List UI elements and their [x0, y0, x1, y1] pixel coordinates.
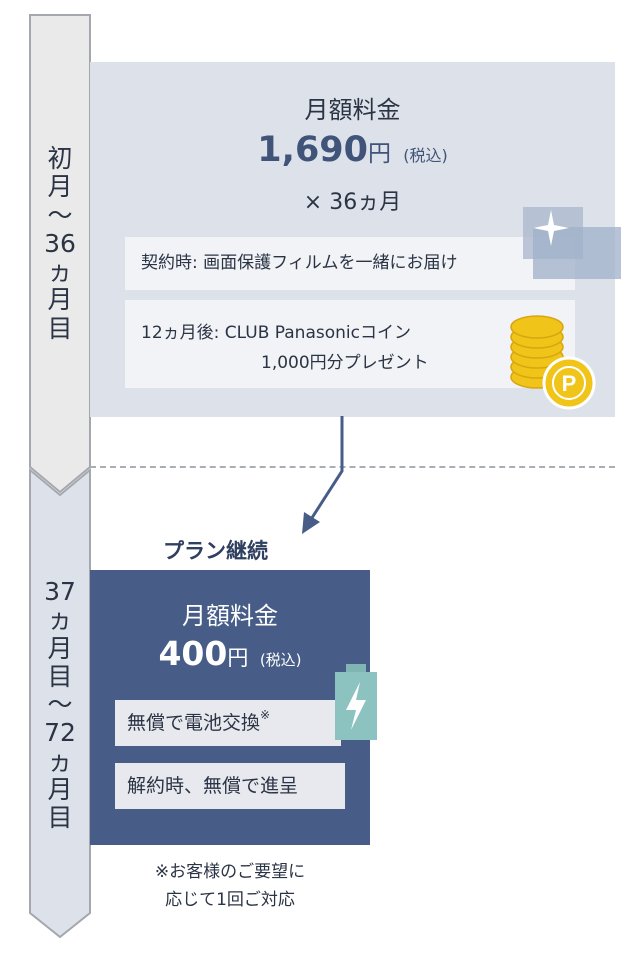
initial-plan-panel: 月額料金 1,690円 (税込) × 36ヵ月 契約時: 画面保護フィルムを一緒… — [90, 62, 621, 417]
continued-fee-label: 月額料金 — [182, 602, 278, 630]
period-arrow-second — [29, 467, 91, 939]
footnote-line1: ※お客様のご要望に — [154, 862, 306, 882]
period-label-char: 月 — [47, 285, 73, 315]
feature-cancel-box: 解約時、無償で進呈 — [115, 763, 345, 809]
initial-fee-duration: × 36ヵ月 — [303, 190, 402, 215]
period-label-char: 月 — [47, 172, 73, 202]
period-label-char: 37 — [44, 577, 76, 606]
period-label-char: ヵ — [47, 746, 73, 776]
period-label-char: 目 — [47, 313, 73, 343]
feature-cancel-text: 解約時、無償で進呈 — [127, 775, 299, 797]
screen-film-icon — [523, 207, 621, 279]
period-label-char: 初 — [47, 144, 73, 173]
initial-fee-label: 月額料金 — [304, 96, 401, 124]
period-label-char: 月 — [47, 633, 73, 663]
lightning-bolt-icon — [346, 682, 366, 730]
period-arrows — [29, 14, 91, 939]
period-label-char: 36 — [44, 228, 76, 258]
initial-fee-number: 1,690 — [257, 130, 369, 170]
period-label-char: ヵ — [47, 605, 73, 635]
benefit-coin-line1: 12ヵ月後: CLUB Panasonicコイン — [141, 323, 411, 343]
coin-badge-letter: P — [562, 371, 577, 396]
footnote-line2: 応じて1回ご対応 — [165, 890, 295, 910]
benefit-contract-box: 契約時: 画面保護フィルムを一緒にお届け — [125, 237, 575, 290]
period-label-char: 月 — [47, 774, 73, 804]
period-label-char: 〜 — [47, 690, 73, 719]
period-label-char: 目 — [47, 661, 73, 691]
continued-fee-amount: 400円 (税込) — [90, 634, 370, 673]
battery-icon — [335, 664, 377, 740]
benefit-coin-line2: 1,000円分プレゼント — [261, 353, 429, 373]
period-label-char: 目 — [47, 803, 73, 832]
coin-stack-icon: P — [510, 315, 596, 410]
feature-battery-mark: ※ — [260, 708, 271, 722]
period-divider — [90, 466, 615, 468]
period-label-char: ヵ — [47, 257, 73, 286]
period-arrow-first — [29, 14, 91, 494]
period-label-char: 〜 — [47, 200, 73, 230]
feature-battery-text: 無償で電池交換 — [127, 712, 261, 734]
continued-fee-number: 400 — [158, 634, 228, 673]
continued-fee-tax: (税込) — [259, 651, 302, 669]
footnote: ※お客様のご要望に 応じて1回ご対応 — [110, 858, 350, 914]
benefit-contract-text: 契約時: 画面保護フィルムを一緒にお届け — [141, 253, 458, 273]
continued-fee-yen: 円 — [227, 646, 249, 670]
benefit-coin-box: 12ヵ月後: CLUB Panasonicコイン 1,000円分プレゼント — [125, 300, 575, 388]
feature-battery-box: 無償で電池交換※ — [115, 700, 341, 746]
continue-arrow — [302, 416, 344, 534]
initial-fee-yen: 円 — [368, 141, 392, 167]
initial-fee-amount: 1,690円 (税込) — [90, 130, 615, 170]
period-label-char: 72 — [44, 718, 76, 748]
continued-plan-panel: 月額料金 400円 (税込) 無償で電池交換※ 解約時、無償で進呈 — [90, 570, 370, 845]
initial-fee-tax: (税込) — [403, 146, 448, 165]
plan-continue-label: プラン継続 — [163, 539, 268, 563]
